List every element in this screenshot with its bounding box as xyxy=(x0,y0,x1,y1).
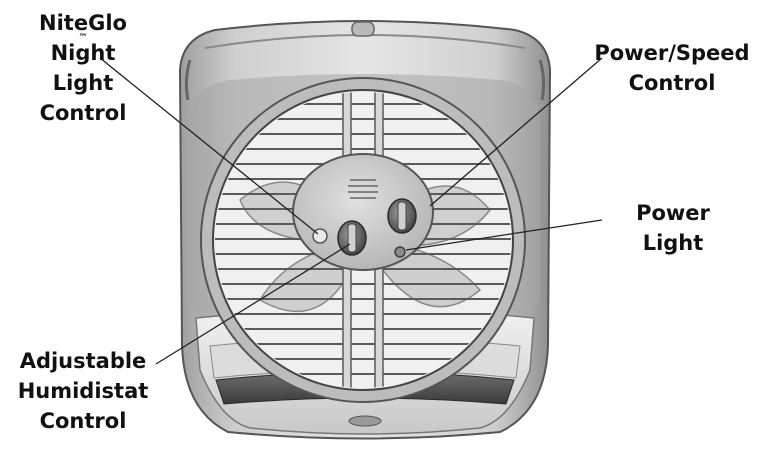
power-light-callout: Power Light xyxy=(618,198,728,258)
power-speed-label-line2: Control xyxy=(592,68,752,98)
power-speed-label-line1: Power/Speed xyxy=(592,38,752,68)
power-light-label-line2: Light xyxy=(618,228,728,258)
niteglo-label-line2: Night xyxy=(18,38,148,68)
niteglo-label-line3: Light xyxy=(18,68,148,98)
humidistat-label-line3: Control xyxy=(8,406,158,436)
brand-logo xyxy=(349,416,381,426)
power-light-indicator xyxy=(395,247,405,257)
humidistat-knob[interactable] xyxy=(338,221,366,255)
humidistat-callout: Adjustable Humidistat Control xyxy=(8,346,158,436)
humidistat-label-line1: Adjustable xyxy=(8,346,158,376)
niteglo-label-line4: Control xyxy=(18,98,148,128)
power-speed-callout: Power/Speed Control xyxy=(592,38,752,98)
humidistat-label-line2: Humidistat xyxy=(8,376,158,406)
power-light-label-line1: Power xyxy=(618,198,728,228)
power-speed-knob[interactable] xyxy=(388,199,416,233)
